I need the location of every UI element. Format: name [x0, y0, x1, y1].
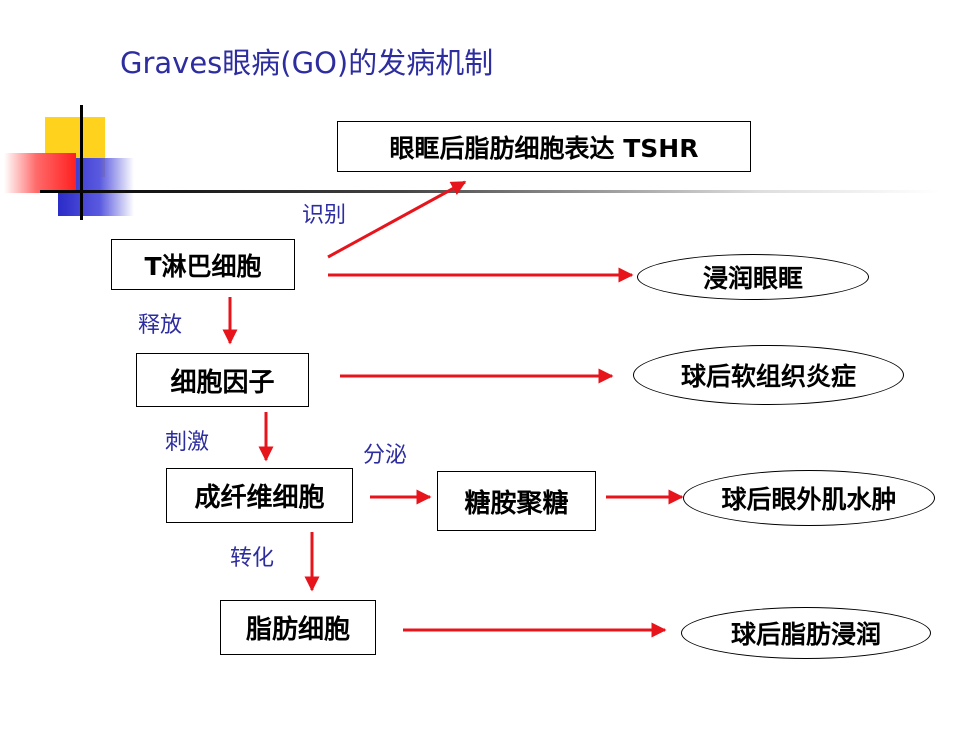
- outcome-infiltrate: 浸润眼眶: [637, 254, 869, 300]
- outcome-edema-label: 球后眼外肌水肿: [721, 485, 897, 514]
- outcome-edema: 球后眼外肌水肿: [683, 470, 935, 526]
- outcome-inflammation: 球后软组织炎症: [633, 345, 904, 405]
- outcome-infiltrate-label: 浸润眼眶: [702, 264, 803, 293]
- node-tcell-label: T淋巴细胞: [144, 251, 262, 281]
- edge-label-transform: 转化: [230, 546, 275, 571]
- node-tcell: T淋巴细胞: [111, 239, 295, 290]
- node-gag-label: 糖胺聚糖: [464, 488, 569, 519]
- node-adipocyte-label: 脂肪细胞: [245, 615, 350, 645]
- edge-label-stimulate: 刺激: [165, 430, 210, 455]
- node-tshr-label: 眼眶后脂肪细胞表达 TSHR: [389, 133, 699, 163]
- arrow-tcell-to-tshr: [327, 180, 467, 259]
- node-gag: 糖胺聚糖: [437, 471, 596, 531]
- deco-vertical-rule: [80, 105, 83, 220]
- node-adipocyte: 脂肪细胞: [220, 600, 376, 655]
- deco-red-square: [4, 153, 76, 193]
- page-title: Graves眼病(GO)的发病机制: [120, 46, 494, 80]
- node-cytokine: 细胞因子: [136, 353, 309, 407]
- node-fibroblast: 成纤维细胞: [166, 468, 353, 523]
- node-tshr: 眼眶后脂肪细胞表达 TSHR: [337, 121, 751, 172]
- edge-label-recognize: 识别: [302, 203, 347, 228]
- edge-label-secrete: 分泌: [363, 443, 408, 468]
- outcome-fat-infiltrate: 球后脂肪浸润: [681, 607, 931, 659]
- node-cytokine-label: 细胞因子: [170, 367, 275, 398]
- edge-label-release: 释放: [138, 313, 183, 338]
- deco-horizontal-rule: [40, 190, 940, 193]
- outcome-fat-infiltrate-label: 球后脂肪浸润: [730, 620, 881, 649]
- outcome-inflammation-label: 球后软组织炎症: [680, 362, 856, 391]
- node-fibroblast-label: 成纤维细胞: [194, 483, 325, 513]
